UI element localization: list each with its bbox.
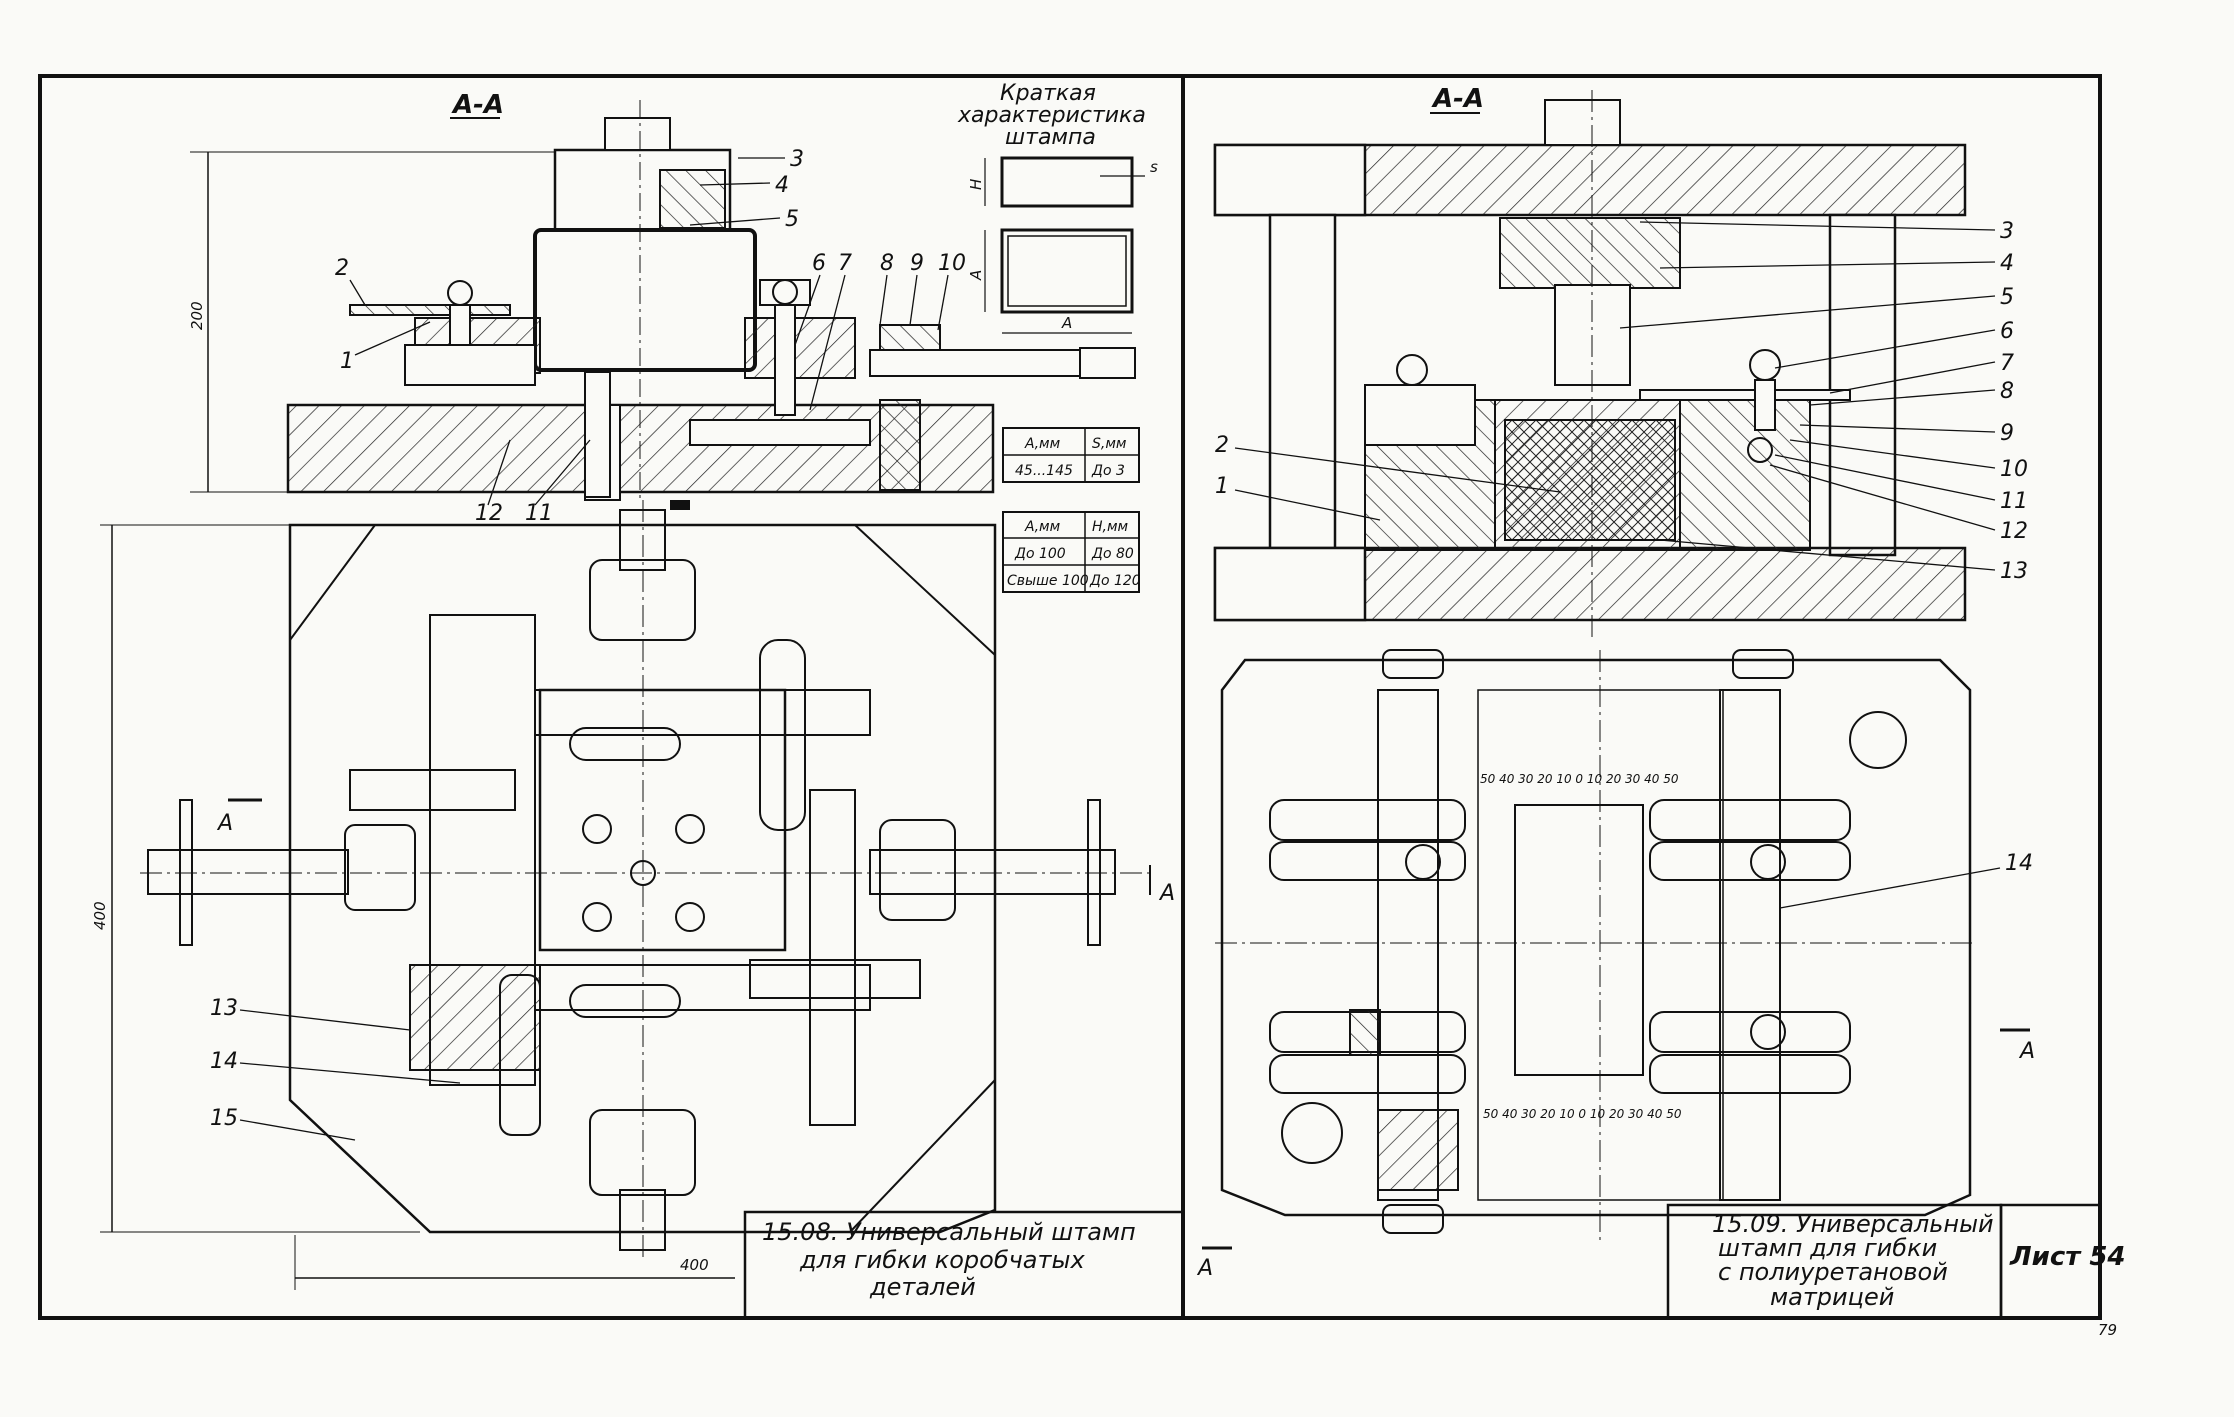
table2-cell: До 100 bbox=[1014, 546, 1066, 562]
right-caption-line-1: 15.09. Универсальный bbox=[1712, 1210, 1994, 1238]
callout-4: 4 bbox=[2000, 251, 2014, 276]
callout-9: 9 bbox=[2000, 421, 2014, 446]
section-arrow-A-bottom: А bbox=[1196, 1256, 1213, 1281]
left-caption-line-3: деталей bbox=[869, 1273, 976, 1301]
callout-2: 2 bbox=[1215, 433, 1229, 458]
sheet-label-box bbox=[1999, 1203, 2102, 1320]
callout-3: 3 bbox=[790, 147, 804, 172]
plan-width-dimension: 400 bbox=[680, 1256, 709, 1274]
table2-header-A: А,мм bbox=[1024, 519, 1061, 535]
callout-15: 15 bbox=[210, 1106, 238, 1131]
callout-11: 11 bbox=[525, 501, 553, 526]
box-sketch-side bbox=[1000, 156, 1134, 208]
scale-bottom: 50 40 30 20 10 0 10 20 30 40 50 bbox=[1483, 1107, 1682, 1121]
callout-1: 1 bbox=[1215, 474, 1229, 499]
left-caption-line-2: для гибки коробчатых bbox=[799, 1246, 1085, 1274]
spec-table-1: А,мм S,мм 45...145 До 3 bbox=[1002, 427, 1140, 483]
sketch-H: H bbox=[967, 179, 985, 190]
section-arrow-A-right: А bbox=[1158, 881, 1175, 906]
plan-height-dimension: 400 bbox=[91, 901, 109, 930]
left-callouts: 3 4 5 2 1 6 7 8 9 10 12 11 bbox=[335, 147, 966, 526]
right-section-label: A-A bbox=[1431, 84, 1484, 114]
sketch-s: s bbox=[1150, 158, 1158, 176]
char-title-3: штампа bbox=[1005, 125, 1096, 150]
left-section-label: A-A bbox=[451, 90, 504, 120]
working-window bbox=[1514, 804, 1644, 1076]
char-title-2: характеристика bbox=[957, 103, 1146, 128]
punch bbox=[533, 228, 757, 372]
spec-table-2: А,мм Н,мм До 100 До 80 Свыше 100 До 120 bbox=[1002, 511, 1141, 593]
callout-2: 2 bbox=[335, 256, 349, 281]
callout-5: 5 bbox=[785, 207, 799, 232]
callout-6: 6 bbox=[2000, 319, 2014, 344]
right-caption-line-2: штамп для гибки bbox=[1718, 1234, 1937, 1262]
callout-10: 10 bbox=[938, 251, 966, 276]
left-caption-box bbox=[743, 1210, 1185, 1320]
callout-14: 14 bbox=[210, 1049, 238, 1074]
right-caption-line-4: матрицей bbox=[1770, 1283, 1894, 1311]
outer-frame bbox=[38, 74, 2102, 1320]
table2-cell: До 80 bbox=[1091, 546, 1134, 562]
table1-header-S: S,мм bbox=[1092, 436, 1127, 452]
table1-cell: 45...145 bbox=[1015, 463, 1073, 479]
callout-8: 8 bbox=[880, 251, 894, 276]
callout-5: 5 bbox=[2000, 285, 2014, 310]
callout-13: 13 bbox=[2000, 559, 2028, 584]
table1-header-A: А,мм bbox=[1024, 436, 1061, 452]
callout-14: 14 bbox=[2005, 851, 2033, 876]
left-drawing: A-A 200 bbox=[91, 81, 1185, 1320]
callout-11: 11 bbox=[2000, 489, 2028, 514]
callout-8: 8 bbox=[2000, 379, 2014, 404]
sheet-label: Лист 54 bbox=[2009, 1242, 2126, 1272]
callout-9: 9 bbox=[910, 251, 924, 276]
section-arrow-A-left: А bbox=[216, 811, 233, 836]
char-title-1: Краткая bbox=[1000, 81, 1096, 106]
right-callouts: 3 4 5 6 7 8 9 10 11 12 13 2 1 14 bbox=[1215, 219, 2033, 909]
callout-7: 7 bbox=[2000, 351, 2014, 376]
right-plan-base bbox=[1220, 658, 1972, 1217]
table2-cell: Свыше 100 bbox=[1007, 573, 1089, 589]
callout-6: 6 bbox=[812, 251, 826, 276]
callout-12: 12 bbox=[475, 501, 503, 526]
sketch-A-horizontal: A bbox=[1061, 314, 1072, 332]
callout-3: 3 bbox=[2000, 219, 2014, 244]
table1-cell: До 3 bbox=[1091, 463, 1125, 479]
table2-header-H: Н,мм bbox=[1092, 519, 1129, 535]
callout-12: 12 bbox=[2000, 519, 2028, 544]
callout-1: 1 bbox=[340, 349, 354, 374]
box-sketch-plan bbox=[1000, 228, 1134, 314]
table2-cell: До 120 bbox=[1089, 573, 1141, 589]
scale-top: 50 40 30 20 10 0 10 20 30 40 50 bbox=[1480, 772, 1679, 786]
height-dimension: 200 bbox=[188, 301, 206, 330]
callout-4: 4 bbox=[775, 173, 789, 198]
polyurethane-matrix bbox=[1504, 419, 1676, 541]
section-arrow-A-right: А bbox=[2018, 1039, 2035, 1064]
callout-13: 13 bbox=[210, 996, 238, 1021]
right-caption-line-3: с полиуретановой bbox=[1718, 1258, 1948, 1286]
left-caption-line-1: 15.08. Универсальный штамп bbox=[762, 1218, 1136, 1246]
right-drawing: A-A 3 4 5 6 bbox=[1196, 84, 2126, 1320]
callout-7: 7 bbox=[838, 251, 852, 276]
callout-10: 10 bbox=[2000, 457, 2028, 482]
sketch-A-vertical: A bbox=[967, 270, 985, 281]
page-number: 79 bbox=[2098, 1321, 2117, 1339]
